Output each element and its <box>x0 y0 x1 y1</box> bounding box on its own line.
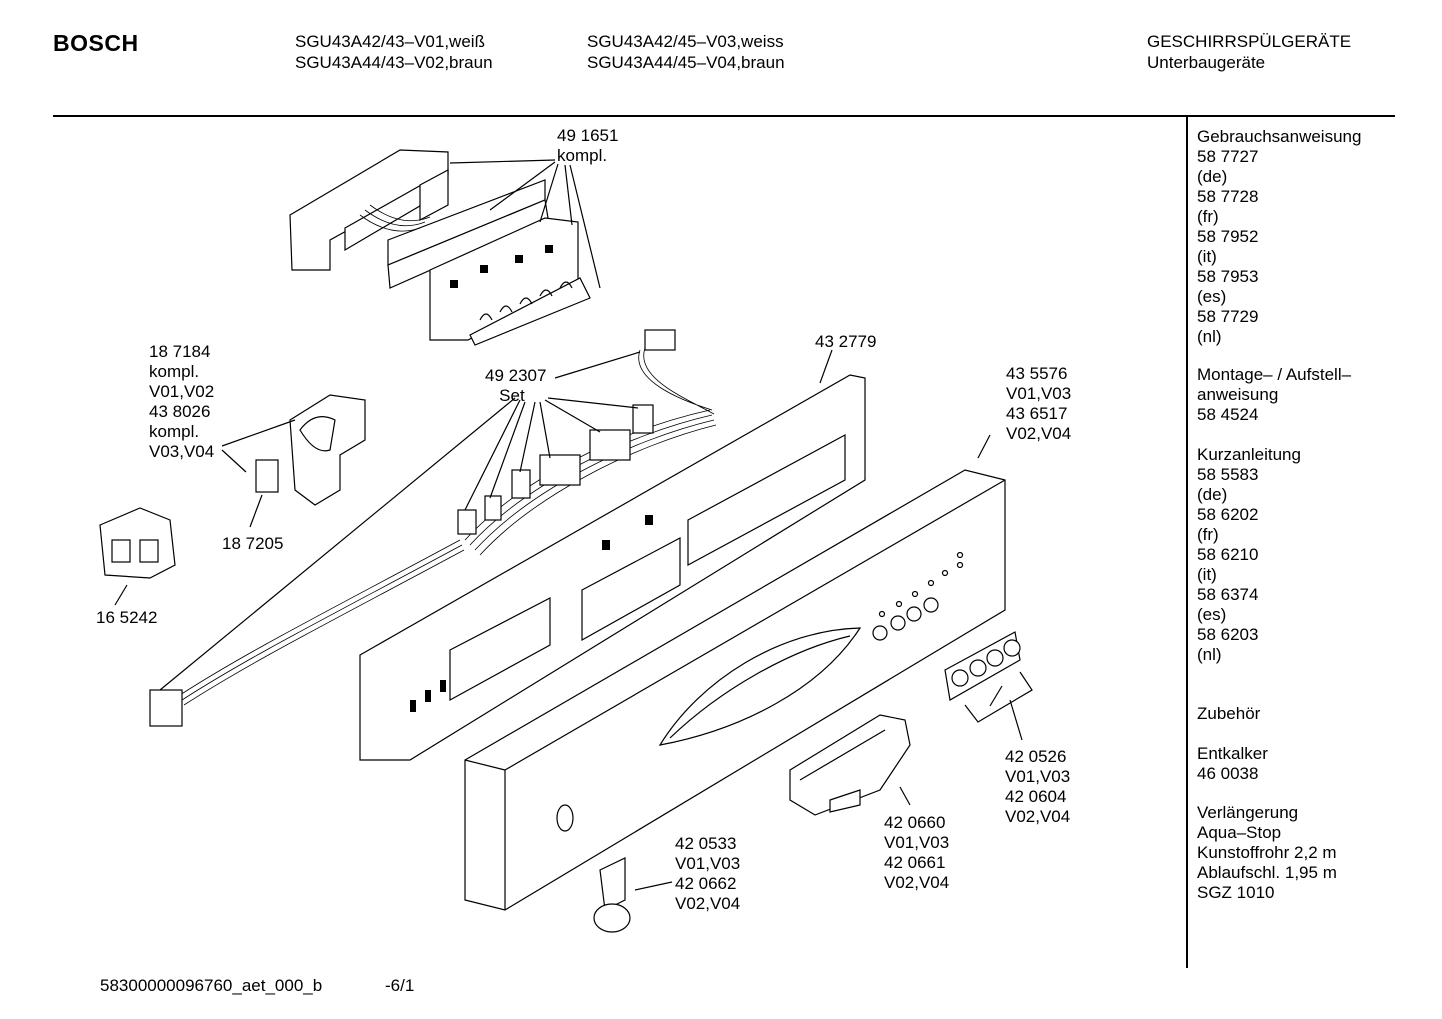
electronic-module-drawing <box>289 149 601 346</box>
sidebar-accessories: Zubehör <box>1197 704 1261 723</box>
cable-set-drawing <box>149 329 717 727</box>
model-line-v02: SGU43A44/43–V02,braun <box>295 53 493 72</box>
footer-page: -6/1 <box>385 976 415 995</box>
part-label-420533: 42 0533 V01,V03 42 0662 V02,V04 <box>675 834 741 913</box>
part-label-492307: 49 2307 Set <box>485 366 547 405</box>
door-handle-drawing <box>789 714 911 816</box>
header-divider <box>53 115 1395 117</box>
part-label-165242: 16 5242 <box>96 608 158 627</box>
footer-doc-id: 58300000096760_aet_000_b <box>100 976 323 995</box>
model-line-v04: SGU43A44/45–V04,braun <box>587 53 785 72</box>
front-fascia-drawing <box>464 434 1006 911</box>
sidebar-descaler: Entkalker 46 0038 <box>1197 744 1268 783</box>
sidebar-manual: Gebrauchsanweisung 58 7727 (de) 58 7728 … <box>1197 127 1362 346</box>
part-label-187184: 18 7184 kompl. V01,V02 43 8026 kompl. V0… <box>149 342 215 461</box>
sidebar-quick-guide: Kurzanleitung 58 5583 (de) 58 6202 (fr) … <box>1197 445 1301 664</box>
sidebar-mounting: Montage– / Aufstell– anweisung 58 4524 <box>1197 365 1352 424</box>
part-label-491651: 49 1651 kompl. <box>557 126 619 165</box>
part-label-432779: 43 2779 <box>815 332 877 351</box>
model-line-v01: SGU43A42/43–V01,weiß <box>295 32 485 51</box>
button-set-drawing <box>944 631 1033 741</box>
part-label-435576: 43 5576 V01,V03 43 6517 V02,V04 <box>1006 364 1072 443</box>
sidebar-divider <box>1186 116 1188 968</box>
brand-logo: BOSCH <box>53 30 139 56</box>
inner-panel-frame-drawing <box>359 349 866 761</box>
part-label-420526: 42 0526 V01,V03 42 0604 V02,V04 <box>1005 747 1071 826</box>
sidebar-extension: Verlängerung Aqua–Stop Kunstoffrohr 2,2 … <box>1197 803 1337 902</box>
model-line-v03: SGU43A42/45–V03,weiss <box>587 32 784 51</box>
switch-part-drawing <box>99 507 176 606</box>
part-label-187205: 18 7205 <box>222 534 284 553</box>
part-label-420660: 42 0660 V01,V03 42 0661 V02,V04 <box>884 813 950 892</box>
door-lock-drawing <box>221 394 366 528</box>
category-title: GESCHIRRSPÜLGERÄTE <box>1147 32 1352 51</box>
category-subtitle: Unterbaugeräte <box>1147 53 1266 72</box>
knob-drawing <box>593 857 673 933</box>
